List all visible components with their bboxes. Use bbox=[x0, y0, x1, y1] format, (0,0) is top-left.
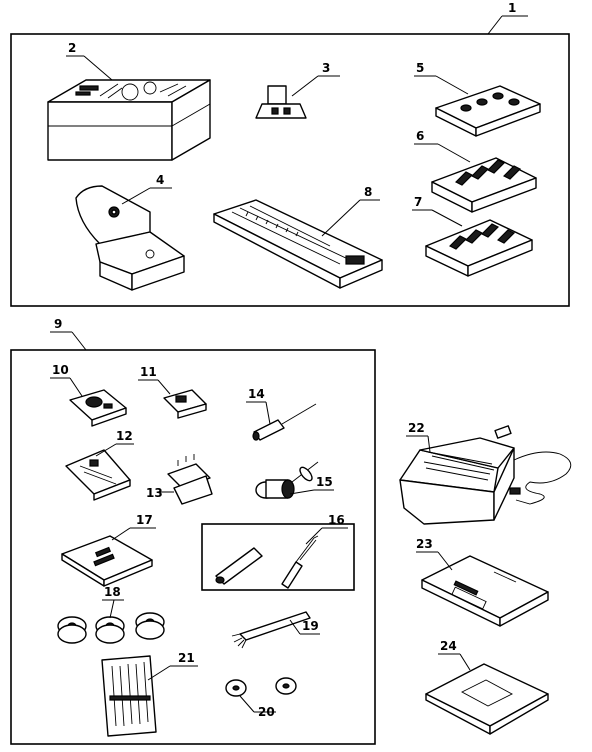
part-13-presser-foot: 13 bbox=[146, 454, 213, 505]
part-6-cam: 6 bbox=[414, 129, 537, 213]
callout-13: 13 bbox=[146, 486, 163, 500]
callout-20: 20 bbox=[258, 705, 275, 719]
callout-9: 9 bbox=[54, 317, 62, 331]
part-3-presser-foot: 3 bbox=[255, 61, 340, 119]
callout-11: 11 bbox=[140, 365, 157, 379]
callout-22: 22 bbox=[408, 421, 425, 435]
part-12-presser-foot: 12 bbox=[65, 429, 134, 501]
part-15-tool: 15 bbox=[255, 461, 334, 499]
group-1-frame: 1 bbox=[10, 1, 570, 307]
callout-16: 16 bbox=[328, 513, 345, 527]
part-5-cam: 5 bbox=[414, 61, 541, 137]
group-9-frame: 9 bbox=[10, 317, 376, 745]
part-19-brush: 19 bbox=[231, 611, 320, 649]
callout-5: 5 bbox=[416, 61, 424, 75]
part-20-discs: 20 bbox=[225, 677, 297, 719]
part-4-plate: 4 bbox=[75, 173, 185, 291]
callout-24: 24 bbox=[440, 639, 457, 653]
callout-4: 4 bbox=[156, 173, 164, 187]
callout-7: 7 bbox=[414, 195, 422, 209]
part-24-leaflet: 24 bbox=[425, 639, 549, 735]
part-8-attachment: 8 bbox=[213, 185, 383, 289]
callout-12: 12 bbox=[116, 429, 133, 443]
part-18-bobbins: 18 bbox=[57, 585, 165, 644]
part-21-needle-pack: 21 bbox=[101, 651, 198, 737]
callout-2: 2 bbox=[68, 41, 76, 55]
callout-23: 23 bbox=[416, 537, 433, 551]
callout-19: 19 bbox=[302, 619, 319, 633]
callout-8: 8 bbox=[364, 185, 372, 199]
part-10-presser-foot: 10 bbox=[50, 363, 127, 427]
part-11-presser-foot: 11 bbox=[138, 365, 207, 419]
box-lid-graphic bbox=[75, 81, 187, 101]
callout-1: 1 bbox=[508, 1, 516, 15]
callout-18: 18 bbox=[104, 585, 121, 599]
callout-3: 3 bbox=[322, 61, 330, 75]
part-22-foot-control: 22 bbox=[399, 421, 572, 525]
callout-10: 10 bbox=[52, 363, 69, 377]
callout-15: 15 bbox=[316, 475, 333, 489]
part-14-screwdriver: 14 bbox=[246, 387, 317, 441]
callout-17: 17 bbox=[136, 513, 153, 527]
part-23-manual: 23 bbox=[416, 537, 549, 627]
callout-6: 6 bbox=[416, 129, 424, 143]
part-2-accessory-box: 2 bbox=[47, 41, 211, 161]
callout-14: 14 bbox=[248, 387, 265, 401]
part-17-cover: 17 bbox=[61, 513, 156, 587]
callout-21: 21 bbox=[178, 651, 195, 665]
part-7-cam: 7 bbox=[412, 195, 533, 277]
part-16-tool-set: 16 bbox=[201, 513, 355, 591]
